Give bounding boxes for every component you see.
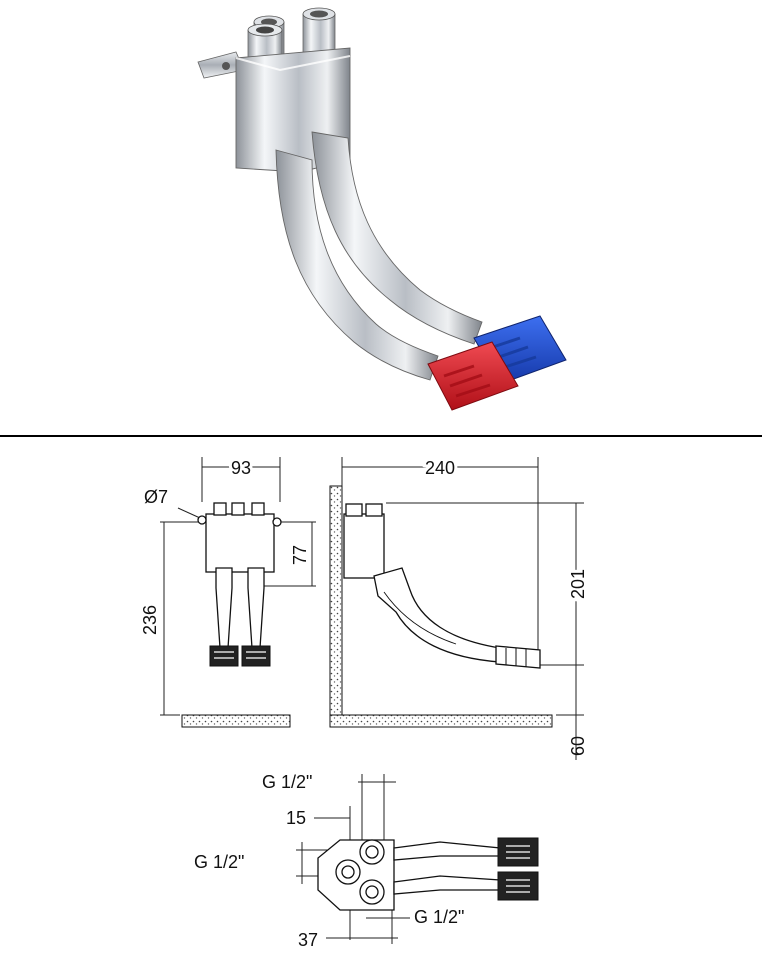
cold-lever: [311, 131, 483, 345]
spacing-label: 15: [286, 808, 306, 828]
top-view-drawing: G 1/2" 15 G 1/2" G 1/2" 37: [194, 772, 539, 950]
side-floor: [329, 714, 553, 728]
inlet-connectors: [247, 7, 336, 63]
hole-diameter-label: Ø7: [144, 487, 168, 507]
hot-pedal: [427, 341, 519, 411]
bottom-dimension-label: 37: [298, 930, 318, 950]
front-view-drawing: 93 Ø7 236 77: [140, 455, 316, 728]
front-height-label: 236: [140, 605, 160, 635]
left-inlet-label: G 1/2": [194, 852, 244, 872]
side-wall: [329, 485, 343, 728]
top-inlet-label: G 1/2": [262, 772, 312, 792]
side-depth-label: 240: [425, 458, 455, 478]
front-offset-label: 77: [290, 545, 310, 565]
hot-lever: [275, 149, 439, 381]
front-width-label: 93: [231, 458, 251, 478]
side-view-drawing: 240 201 60: [329, 455, 591, 760]
front-floor: [181, 714, 291, 728]
side-height-label: 201: [568, 569, 588, 599]
outlet-label: G 1/2": [414, 907, 464, 927]
product-photo: [197, 7, 567, 411]
floor-gap-label: 60: [568, 736, 588, 756]
